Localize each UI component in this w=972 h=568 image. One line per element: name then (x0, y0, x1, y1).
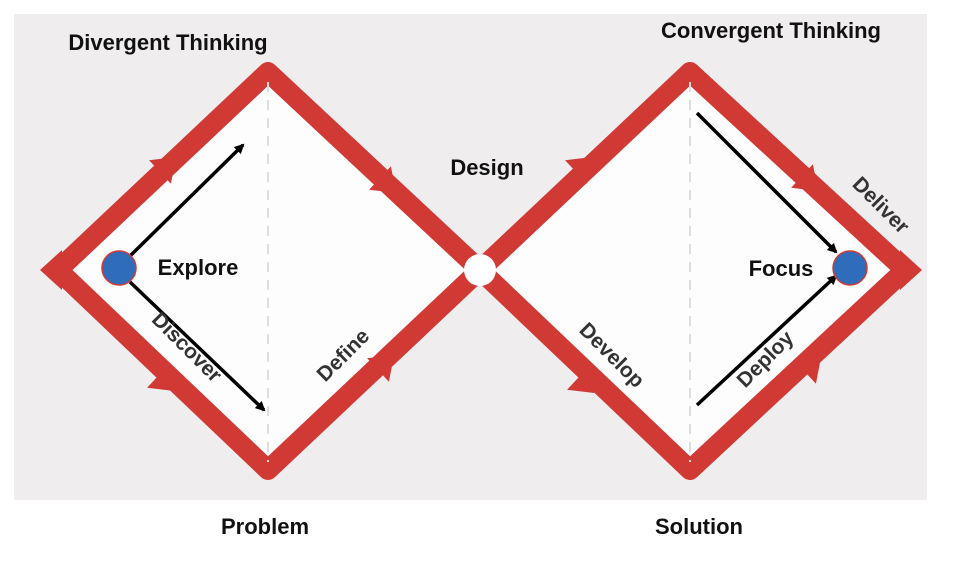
flow-arrow-icon (567, 366, 595, 394)
discover-arrow (128, 280, 266, 412)
focus-label: Focus (749, 256, 814, 281)
flow-arrow-icon (147, 364, 175, 392)
end-node (832, 250, 868, 286)
center-node (464, 254, 496, 286)
convergent-thinking-label: Convergent Thinking (661, 18, 881, 43)
flow-arrow-icon (565, 156, 593, 184)
flow-arrow-icon (149, 156, 177, 184)
flow-arrow-icon (791, 164, 819, 192)
flow-arrow-icon (369, 166, 397, 194)
right-vertex (900, 250, 922, 290)
focus-arrow (695, 111, 838, 254)
solution-label: Solution (655, 514, 743, 539)
start-node (101, 250, 137, 286)
deploy-arrow (695, 274, 838, 407)
divergent-thinking-label: Divergent Thinking (68, 30, 267, 55)
left-vertex (40, 250, 62, 290)
explore-label: Explore (158, 255, 239, 280)
design-label: Design (450, 155, 523, 180)
flow-arrow-icon (367, 354, 395, 382)
flow-arrow-icon (794, 356, 822, 384)
problem-label: Problem (221, 514, 309, 539)
explore-arrow (128, 143, 245, 258)
flow-arrowheads (147, 156, 822, 394)
